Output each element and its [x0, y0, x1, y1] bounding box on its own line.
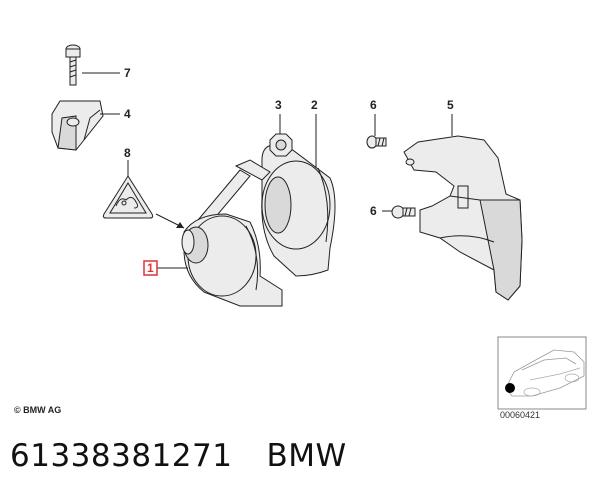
callout-7: 7: [124, 66, 131, 80]
location-marker: [505, 383, 515, 393]
part-8-warning-label[interactable]: [102, 175, 154, 219]
callout-5: 5: [447, 98, 454, 112]
part-number: 61338381271: [10, 438, 233, 474]
callout-2: 2: [311, 98, 318, 112]
brand-name: BMW: [266, 438, 347, 474]
part-6-screw-lower[interactable]: [391, 205, 416, 219]
vehicle-location-thumbnail: [497, 336, 587, 410]
part-3-nut[interactable]: [269, 133, 293, 157]
part-5-bracket-cover[interactable]: [403, 135, 523, 301]
callout-6-lower: 6: [370, 204, 377, 218]
callout-6-upper: 6: [370, 98, 377, 112]
part-7-bolt[interactable]: [65, 44, 81, 86]
callout-8: 8: [124, 146, 131, 160]
part-2-rear-horn[interactable]: [261, 144, 336, 277]
callout-1-highlight-box[interactable]: [143, 260, 158, 276]
part-1-front-horn[interactable]: [181, 213, 283, 307]
part-6-screw-upper[interactable]: [366, 135, 387, 149]
part-4-bracket[interactable]: [51, 100, 104, 151]
callout-3: 3: [275, 98, 282, 112]
copyright-text: © BMW AG: [14, 405, 61, 415]
arrow-head: [176, 222, 184, 228]
image-number: 00060421: [500, 410, 540, 420]
callout-4: 4: [124, 107, 131, 121]
footer-part-info: 61338381271 BMW: [10, 438, 347, 474]
callout-1[interactable]: 1: [147, 261, 154, 275]
